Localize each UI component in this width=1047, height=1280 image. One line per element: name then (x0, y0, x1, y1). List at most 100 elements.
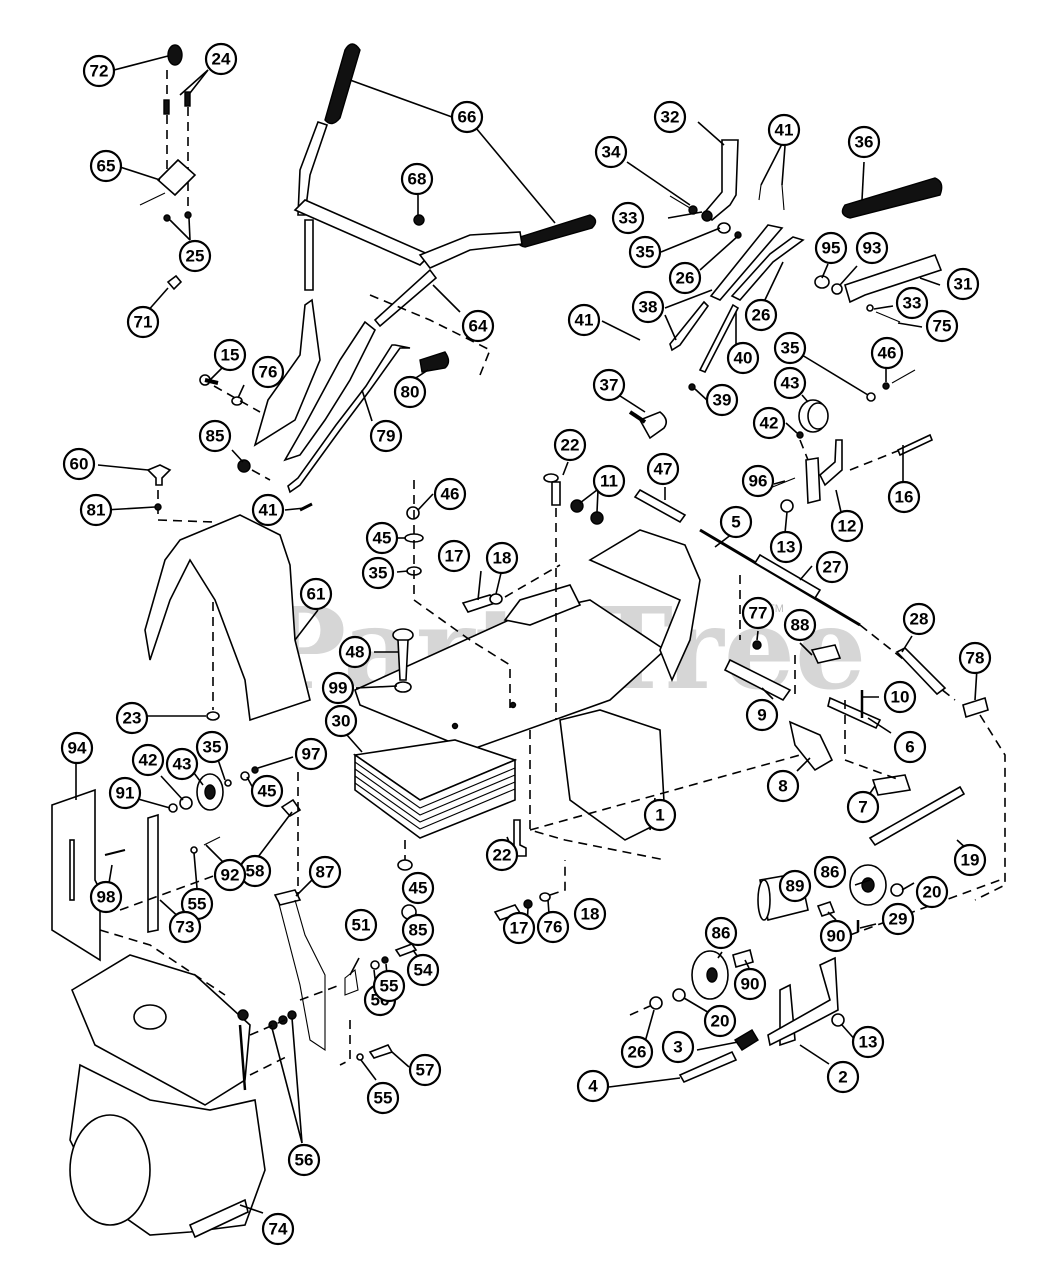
callout-7[interactable]: 7 (846, 790, 880, 824)
callout-85[interactable]: 85 (198, 419, 232, 453)
callout-17[interactable]: 17 (437, 539, 471, 573)
callout-45[interactable]: 45 (250, 774, 284, 808)
callout-6[interactable]: 6 (893, 730, 927, 764)
callout-13[interactable]: 13 (851, 1025, 885, 1059)
callout-89[interactable]: 89 (778, 869, 812, 903)
callout-18[interactable]: 18 (485, 541, 519, 575)
callout-91[interactable]: 91 (108, 776, 142, 810)
callout-79[interactable]: 79 (369, 419, 403, 453)
callout-60[interactable]: 60 (62, 447, 96, 481)
callout-40[interactable]: 40 (726, 341, 760, 375)
callout-61[interactable]: 61 (299, 577, 333, 611)
callout-25[interactable]: 25 (178, 239, 212, 273)
callout-30[interactable]: 30 (324, 704, 358, 738)
callout-48[interactable]: 48 (338, 635, 372, 669)
callout-35[interactable]: 35 (361, 556, 395, 590)
callout-20[interactable]: 20 (703, 1004, 737, 1038)
callout-27[interactable]: 27 (815, 550, 849, 584)
callout-76[interactable]: 76 (536, 910, 570, 944)
callout-78[interactable]: 78 (958, 641, 992, 675)
callout-42[interactable]: 42 (752, 406, 786, 440)
callout-94[interactable]: 94 (60, 731, 94, 765)
callout-74[interactable]: 74 (261, 1212, 295, 1246)
callout-11[interactable]: 11 (592, 464, 626, 498)
callout-43[interactable]: 43 (165, 747, 199, 781)
callout-10[interactable]: 10 (883, 680, 917, 714)
callout-86[interactable]: 86 (813, 855, 847, 889)
callout-42[interactable]: 42 (131, 743, 165, 777)
callout-96[interactable]: 96 (741, 464, 775, 498)
callout-36[interactable]: 36 (847, 125, 881, 159)
callout-2[interactable]: 2 (826, 1060, 860, 1094)
callout-8[interactable]: 8 (766, 769, 800, 803)
callout-56[interactable]: 56 (287, 1143, 321, 1177)
callout-95[interactable]: 95 (814, 231, 848, 265)
callout-22[interactable]: 22 (485, 838, 519, 872)
callout-57[interactable]: 57 (408, 1053, 442, 1087)
callout-55[interactable]: 55 (180, 887, 214, 921)
callout-15[interactable]: 15 (213, 338, 247, 372)
callout-41[interactable]: 41 (567, 303, 601, 337)
callout-35[interactable]: 35 (773, 331, 807, 365)
callout-66[interactable]: 66 (450, 100, 484, 134)
callout-34[interactable]: 34 (594, 135, 628, 169)
callout-77[interactable]: 77 (741, 596, 775, 630)
callout-65[interactable]: 65 (89, 149, 123, 183)
callout-4[interactable]: 4 (576, 1069, 610, 1103)
callout-90[interactable]: 90 (819, 919, 853, 953)
callout-81[interactable]: 81 (79, 493, 113, 527)
callout-86[interactable]: 86 (704, 916, 738, 950)
callout-35[interactable]: 35 (628, 235, 662, 269)
callout-26[interactable]: 26 (668, 261, 702, 295)
callout-45[interactable]: 45 (365, 521, 399, 555)
callout-16[interactable]: 16 (887, 480, 921, 514)
callout-43[interactable]: 43 (773, 366, 807, 400)
callout-97[interactable]: 97 (294, 737, 328, 771)
callout-87[interactable]: 87 (308, 855, 342, 889)
callout-92[interactable]: 92 (213, 858, 247, 892)
callout-9[interactable]: 9 (745, 698, 779, 732)
callout-37[interactable]: 37 (592, 368, 626, 402)
callout-26[interactable]: 26 (620, 1035, 654, 1069)
callout-72[interactable]: 72 (82, 54, 116, 88)
callout-64[interactable]: 64 (461, 309, 495, 343)
callout-19[interactable]: 19 (953, 843, 987, 877)
callout-1[interactable]: 1 (643, 798, 677, 832)
callout-73[interactable]: 73 (168, 910, 202, 944)
callout-85[interactable]: 85 (401, 913, 435, 947)
callout-41[interactable]: 41 (251, 493, 285, 527)
callout-28[interactable]: 28 (902, 602, 936, 636)
callout-31[interactable]: 31 (946, 267, 980, 301)
callout-3[interactable]: 3 (661, 1030, 695, 1064)
callout-90[interactable]: 90 (733, 967, 767, 1001)
callout-12[interactable]: 12 (830, 509, 864, 543)
callout-54[interactable]: 54 (406, 953, 440, 987)
callout-99[interactable]: 99 (321, 671, 355, 705)
callout-13[interactable]: 13 (769, 530, 803, 564)
callout-98[interactable]: 98 (89, 880, 123, 914)
callout-88[interactable]: 88 (783, 608, 817, 642)
callout-32[interactable]: 32 (653, 100, 687, 134)
callout-55[interactable]: 55 (366, 1081, 400, 1115)
callout-5[interactable]: 5 (719, 505, 753, 539)
callout-46[interactable]: 46 (433, 477, 467, 511)
callout-71[interactable]: 71 (126, 305, 160, 339)
callout-23[interactable]: 23 (115, 701, 149, 735)
callout-46[interactable]: 46 (870, 336, 904, 370)
callout-41[interactable]: 41 (767, 113, 801, 147)
callout-39[interactable]: 39 (705, 383, 739, 417)
callout-93[interactable]: 93 (855, 231, 889, 265)
callout-55[interactable]: 55 (372, 969, 406, 1003)
callout-35[interactable]: 35 (195, 730, 229, 764)
callout-45[interactable]: 45 (401, 871, 435, 905)
callout-24[interactable]: 24 (204, 42, 238, 76)
callout-33[interactable]: 33 (611, 201, 645, 235)
callout-76[interactable]: 76 (251, 355, 285, 389)
callout-22[interactable]: 22 (553, 428, 587, 462)
callout-38[interactable]: 38 (631, 290, 665, 324)
callout-51[interactable]: 51 (344, 908, 378, 942)
callout-75[interactable]: 75 (925, 309, 959, 343)
callout-47[interactable]: 47 (646, 452, 680, 486)
callout-17[interactable]: 17 (502, 911, 536, 945)
callout-18[interactable]: 18 (573, 897, 607, 931)
